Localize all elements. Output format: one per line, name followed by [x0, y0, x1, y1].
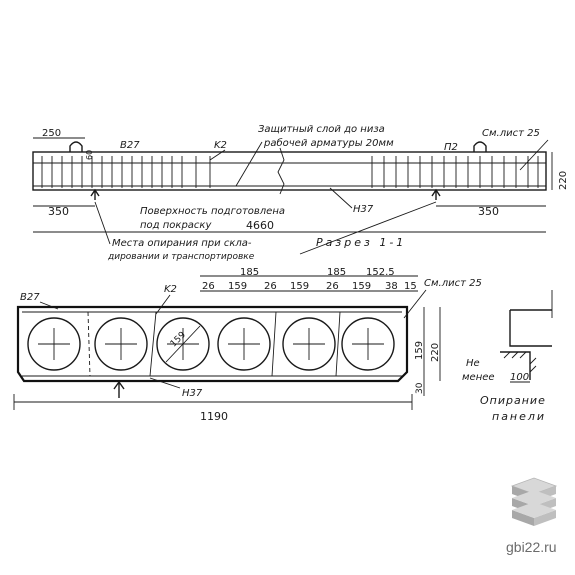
void-3: 159	[156, 317, 210, 371]
watermark-text: gbi22.ru	[506, 539, 557, 555]
leader-k2-top	[209, 149, 226, 161]
note-surface-1: Поверхность подготовлена	[140, 206, 285, 217]
dim-60: 60	[85, 150, 94, 160]
leader-protective	[235, 141, 263, 187]
slab-outline	[32, 151, 547, 191]
dim-350-left: 350	[48, 205, 69, 218]
label-n37-top: Н37	[353, 204, 374, 215]
support-caption-1: Опирание	[480, 394, 546, 407]
support-100: 100	[510, 372, 529, 383]
dim-350-right: 350	[478, 205, 499, 218]
rebar-cage-left	[41, 156, 211, 188]
label-n37-section: Н37	[182, 388, 203, 399]
lifting-loop-right	[473, 141, 487, 152]
dim-30: 30	[415, 382, 425, 394]
support-detail: Не менее 100 Опирание панели	[462, 290, 553, 423]
label-see-sheet-top: См.лист 25	[482, 128, 540, 139]
slab-cross-section: 159 185 185 152.5 26 159 26 159 26 1	[13, 267, 482, 423]
dim-220-top: 220	[558, 171, 569, 190]
leader-k2-section	[155, 294, 171, 315]
support-ne: Не	[466, 358, 480, 369]
note-protective-2: рабочей арматуры 20мм	[263, 137, 394, 149]
note-surface-2: под покраску	[140, 220, 212, 231]
rebar-cage-right	[371, 156, 539, 188]
leader-support-right	[299, 201, 437, 255]
support-hatching	[503, 351, 537, 373]
leader-see-sheet-section	[403, 289, 427, 319]
dim-220-section: 220	[430, 343, 441, 362]
rebar-frames	[87, 311, 341, 377]
dim-4660: 4660	[246, 219, 274, 232]
dim-15: 15	[404, 281, 417, 292]
dim-152-5: 152.5	[366, 267, 395, 278]
dim-250: 250	[42, 128, 61, 139]
slab-elevation: 250 60 350 350 4660 220 B27 K2 П2 См.лис…	[32, 124, 569, 262]
label-k2-top: K2	[214, 140, 227, 151]
label-b27-section: B27	[20, 292, 40, 303]
label-k2-section: K2	[164, 284, 177, 295]
section-support-arrow	[113, 380, 125, 398]
label-b27-top: B27	[120, 140, 140, 151]
support-menee: менее	[462, 372, 495, 383]
note-protective-1: Защитный слой до низа	[258, 124, 385, 135]
leader-b27-section	[39, 301, 59, 310]
dim-26-1: 26	[202, 281, 215, 292]
label-section: Разрез 1-1	[316, 236, 406, 249]
void-6	[341, 317, 395, 371]
leader-n37-section	[149, 377, 181, 389]
void-4	[217, 317, 271, 371]
dim-159-1: 159	[228, 281, 247, 292]
lifting-loop-left	[69, 141, 83, 152]
dim-159-circle: 159	[169, 330, 188, 349]
dim-185-a: 185	[240, 267, 259, 278]
dim-26-2: 26	[264, 281, 277, 292]
dim-1190: 1190	[200, 410, 228, 423]
void-1	[27, 317, 81, 371]
void-5	[282, 317, 336, 371]
note-support-1: Места опирания при скла-	[112, 238, 252, 249]
label-see-sheet-section: См.лист 25	[424, 278, 482, 289]
support-arrow-right	[431, 188, 441, 200]
dim-38: 38	[385, 281, 398, 292]
section-outline	[16, 305, 409, 383]
support-caption-2: панели	[492, 410, 546, 423]
leader-support-left	[94, 201, 111, 245]
watermark-logo	[510, 477, 558, 526]
break-mark	[277, 147, 285, 195]
dim-159-v: 159	[414, 341, 425, 360]
dim-159-2: 159	[290, 281, 309, 292]
dim-159-3: 159	[352, 281, 371, 292]
note-support-2: дировании и транспортировке	[107, 252, 255, 262]
dim-185-b: 185	[327, 267, 346, 278]
support-panel	[509, 309, 552, 347]
void-2	[94, 317, 148, 371]
support-arrow-left	[90, 188, 100, 200]
leader-n37-top	[329, 187, 353, 209]
leader-see-sheet-top	[519, 139, 549, 171]
label-p2: П2	[444, 142, 458, 153]
dim-26-3: 26	[326, 281, 339, 292]
